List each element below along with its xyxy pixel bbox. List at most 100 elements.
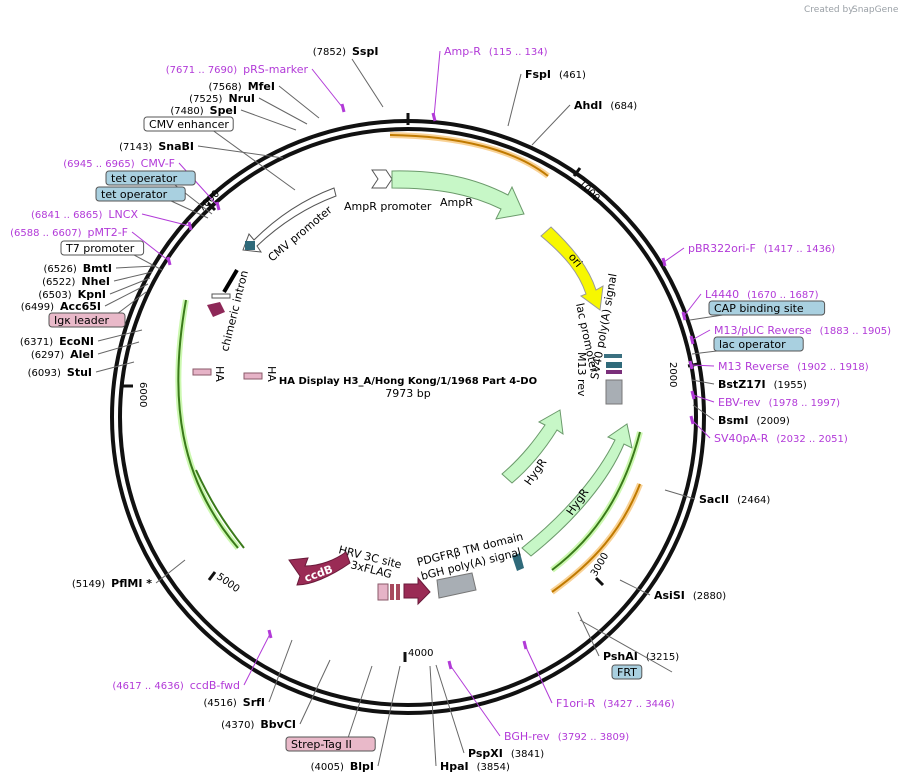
amp-r-arc[interactable] [389,134,549,177]
primer-name[interactable]: LNCX [108,208,138,221]
primer-mark[interactable] [267,629,273,639]
primer-mark[interactable] [431,112,437,122]
left-arc[interactable] [177,299,239,549]
site-name[interactable]: AleI [70,348,94,361]
primer-mark[interactable] [681,311,687,321]
site-name[interactable]: EcoNI [59,335,94,348]
primer-name[interactable]: pMT2-F [88,226,129,239]
feature-box-label: T7 promoter [65,242,135,255]
ccdb-arrow[interactable] [288,551,351,586]
primer-name[interactable]: BGH-rev [504,730,550,743]
feature-box[interactable] [105,170,196,186]
site-name[interactable]: SacII [699,493,729,506]
primer-name[interactable]: SV40pA-R [714,432,769,445]
feature-box[interactable] [60,240,145,256]
feature-box[interactable] [143,116,234,132]
primer-name[interactable]: ccdB-fwd [190,679,240,692]
leader-line [311,68,344,109]
feature-box[interactable] [713,336,804,352]
feature-box[interactable] [48,312,126,328]
m13-rev-mark[interactable] [606,370,622,374]
primer-mark[interactable] [522,640,528,650]
amp-promoter-arrow[interactable] [371,169,393,189]
t7-mark[interactable] [211,293,231,299]
site-name[interactable]: Acc65I [60,300,101,313]
site-position: (6499) [21,302,54,313]
primer-name[interactable]: CMV-F [141,157,175,170]
site-name[interactable]: MfeI [248,80,275,93]
site-name[interactable]: BmtI [83,262,112,275]
flag-arrow[interactable] [403,576,431,606]
primer-mark[interactable] [166,256,172,266]
igk-block[interactable] [207,302,225,317]
hrv-block[interactable] [390,584,394,600]
hygr-arrow-2[interactable] [521,423,633,557]
left-arc-inner[interactable] [195,469,245,549]
site-name[interactable]: AhdI [574,99,602,112]
site-name[interactable]: BbvCI [260,718,296,731]
ampr-arrow[interactable] [391,170,525,220]
site-name[interactable]: BsmI [718,414,749,427]
feature-box[interactable] [708,300,826,316]
site-name[interactable]: PspXI [468,747,503,760]
primer-name[interactable]: F1ori-R [556,697,596,710]
site-name[interactable]: FspI [525,68,551,81]
primer-name[interactable]: M13/pUC Reverse [714,324,812,337]
primer-name[interactable]: M13 Reverse [718,360,789,373]
hygr-arrow-1[interactable] [501,409,564,484]
primer-mark[interactable] [690,390,696,400]
feature-box[interactable] [95,186,186,202]
site-name[interactable]: BlpI [350,760,374,773]
right-glow [550,431,643,573]
site-name[interactable]: AsiSI [654,589,685,602]
feature-box-label: tet operator [101,188,168,201]
site-name[interactable]: BstZ17I [718,378,766,391]
site-name[interactable]: SpeI [210,104,237,117]
ha-block-1[interactable] [192,368,212,376]
right-arc[interactable] [551,431,641,571]
primer-mark[interactable] [215,201,221,211]
site-name[interactable]: PflMI * [111,577,152,590]
feature-box-label: CAP binding site [714,302,804,315]
primer-name[interactable]: pRS-marker [243,63,308,76]
cmv-promoter-arrow[interactable] [242,187,337,253]
tick-2000: 2000 [667,362,678,387]
primer-mark[interactable] [689,335,695,345]
feature-box[interactable] [285,736,376,752]
primer-mark[interactable] [689,415,695,425]
primer-mark[interactable] [688,360,694,370]
hrv-block-2[interactable] [396,584,400,600]
site-name[interactable]: KpnI [78,288,106,301]
primer-name[interactable]: Amp-R [444,45,481,58]
primer-range: (6588 .. 6607) [10,228,82,239]
site-name[interactable]: PshAI [603,650,638,663]
intron-mark[interactable] [222,268,239,294]
site-name[interactable]: SspI [352,45,378,58]
primer-mark[interactable] [447,660,453,670]
site-name[interactable]: SrfI [243,696,265,709]
site-name[interactable]: StuI [67,366,92,379]
site-name[interactable]: SnaBI [158,140,194,153]
lac-operator-mark[interactable] [606,362,622,368]
primer-mark[interactable] [340,103,346,113]
ha-block-2[interactable] [243,372,263,380]
primer-name[interactable]: L4440 [705,288,739,301]
pdgfr-block[interactable] [436,572,477,599]
primer-name[interactable]: EBV-rev [718,396,761,409]
primer-mark[interactable] [661,257,667,267]
leader-line [97,329,143,342]
site-name[interactable]: HpaI [440,760,469,773]
right-orange-arc[interactable] [551,483,641,593]
cmv-mark[interactable] [245,241,255,250]
primer-mark[interactable] [187,221,193,231]
primer-name[interactable]: pBR322ori-F [688,242,756,255]
site-name[interactable]: NheI [81,275,110,288]
site-name[interactable]: NruI [228,92,255,105]
feature-box[interactable] [611,664,643,680]
bgh-mark[interactable] [512,553,524,571]
ori-arrow[interactable] [540,226,604,311]
cap-site-mark[interactable] [604,354,622,358]
plasmid-length: 7973 bp [385,387,430,400]
strep-block[interactable] [377,583,389,601]
sv40-ori-block[interactable] [605,379,623,405]
